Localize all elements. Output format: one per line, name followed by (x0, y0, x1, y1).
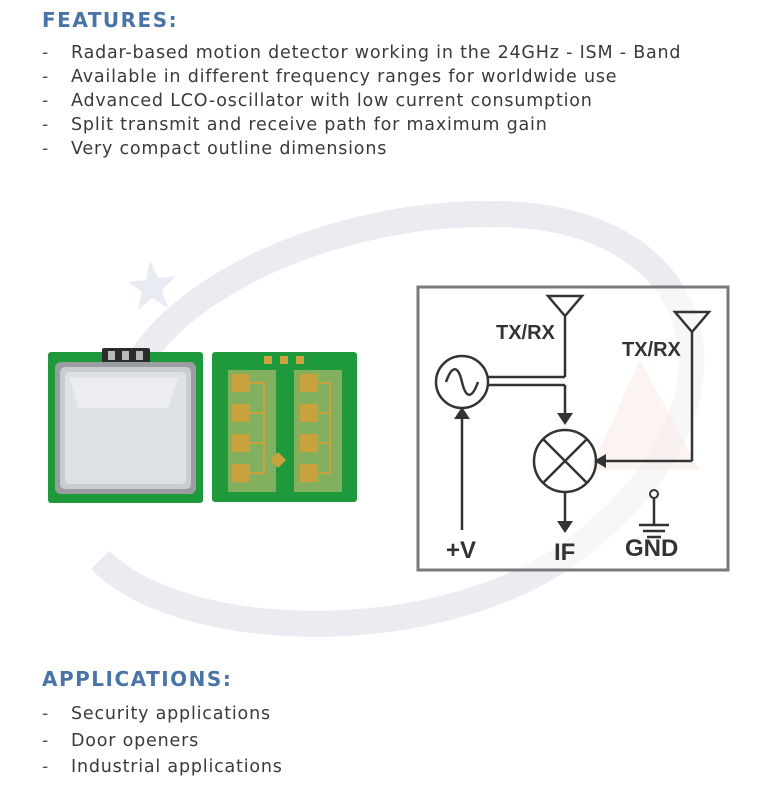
applications-heading: APPLICATIONS: (42, 667, 233, 691)
feature-item: Available in different frequency ranges … (42, 65, 681, 89)
features-heading: FEATURES: (42, 8, 179, 32)
feature-item: Split transmit and receive path for maxi… (42, 113, 681, 137)
application-item: Door openers (42, 728, 283, 755)
feature-item: Advanced LCO-oscillator with low current… (42, 89, 681, 113)
tx-rx-right-label: TX/RX (622, 339, 682, 361)
supply-label: +V (446, 537, 476, 564)
diagram-frame (416, 285, 730, 572)
features-list: Radar-based motion detector working in t… (42, 41, 681, 161)
gnd-label: GND (625, 535, 678, 562)
application-item: Security applications (42, 701, 283, 728)
feature-item: Radar-based motion detector working in t… (42, 41, 681, 65)
applications-list: Security applications Door openers Indus… (42, 701, 283, 781)
application-item: Industrial applications (42, 754, 283, 781)
if-label: IF (554, 539, 575, 566)
block-diagram: TX/RX TX/RX +V IF GND (416, 285, 730, 572)
module-back-image (212, 352, 357, 502)
tx-rx-left-label: TX/RX (496, 322, 556, 344)
module-front-image (48, 348, 203, 503)
antenna-right-icon (672, 310, 712, 334)
feature-item: Very compact outline dimensions (42, 137, 681, 161)
antenna-left-icon (545, 294, 585, 318)
ground-icon (649, 489, 659, 499)
